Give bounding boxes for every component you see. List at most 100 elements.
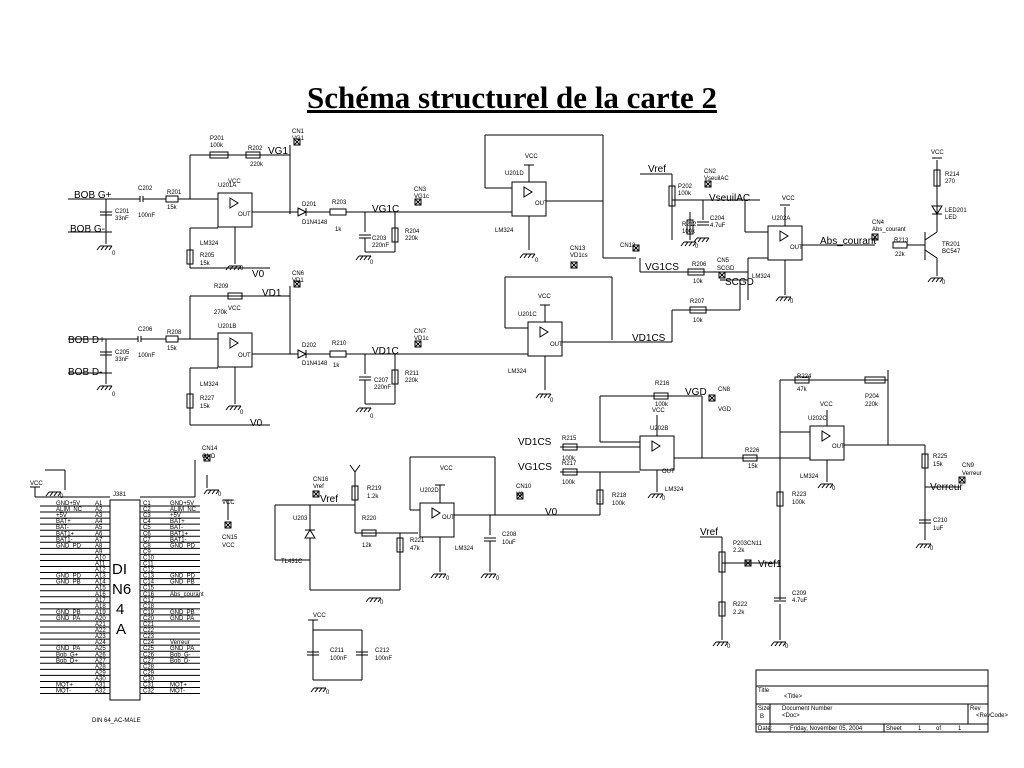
connector-right-pin: C23 bbox=[143, 634, 155, 640]
label-r213: R213 bbox=[894, 238, 909, 244]
label-v0-low: V0 bbox=[545, 507, 558, 518]
label-0-1: 0 bbox=[112, 251, 116, 257]
label-r220v: 12k bbox=[362, 543, 373, 549]
label-cn14n: GND bbox=[202, 454, 216, 460]
label-vcc-8: VCC bbox=[820, 402, 833, 408]
label-cn8: CN8 bbox=[718, 387, 731, 393]
label-cn10: CN10 bbox=[516, 484, 532, 490]
label-c205b: 100nF bbox=[138, 353, 155, 359]
connector-left-name: GND+5V bbox=[56, 501, 80, 507]
label-vcc-6: VCC bbox=[538, 294, 551, 300]
decoupling-block bbox=[306, 619, 369, 693]
connector-left-name: GND_PA bbox=[56, 646, 80, 652]
part-labels: P201 100k R202 220k CN1 VG1 C202 R201 15… bbox=[30, 129, 982, 696]
connector-right-name: Verreur bbox=[170, 640, 190, 646]
label-cn6: CN6 bbox=[292, 271, 305, 277]
connector-right-name: +5V bbox=[170, 513, 181, 519]
label-r220: R220 bbox=[362, 516, 377, 522]
label-r216v: 100k bbox=[655, 402, 669, 408]
label-c202: C202 bbox=[138, 186, 153, 192]
label-c205: C205 bbox=[115, 350, 130, 356]
label-r211v: 220k bbox=[405, 378, 419, 384]
label-vcc-2: VCC bbox=[525, 154, 538, 160]
label-cn3: CN3 bbox=[414, 187, 427, 193]
label-0-3: 0 bbox=[370, 260, 374, 266]
connector-left-name: GND_PB bbox=[56, 610, 81, 616]
label-r226: R226 bbox=[745, 448, 760, 454]
label-vcc-9: VCC bbox=[440, 466, 453, 472]
connector-left-pin: A4 bbox=[95, 519, 103, 525]
label-r216: R216 bbox=[655, 381, 670, 387]
connector-right-pin: C1 bbox=[143, 501, 151, 507]
tb-title-label: Title bbox=[758, 688, 770, 694]
label-lm324-4: LM324 bbox=[200, 382, 219, 388]
label-vref1: Vref1 bbox=[758, 559, 782, 570]
label-vg1cs: VG1CS bbox=[645, 262, 679, 273]
tb-doc-label: Document Number bbox=[782, 706, 832, 712]
label-r209v: 270k bbox=[214, 310, 228, 316]
connector-right-name: GND_PA bbox=[170, 616, 194, 622]
label-vd1c: VD1C bbox=[372, 346, 399, 357]
channel-g bbox=[68, 134, 636, 271]
connector-left-name: BAT+ bbox=[56, 519, 71, 525]
label-vcc-5: VCC bbox=[228, 306, 241, 312]
label-cn2n: VseuilAC bbox=[704, 176, 729, 182]
connector-left-name: GND_PD bbox=[56, 543, 82, 549]
label-led201: LED201 bbox=[945, 208, 967, 214]
label-out-1: OUT bbox=[238, 212, 251, 218]
label-c203v: 220nF bbox=[372, 243, 389, 249]
label-cn13n: VD1cs bbox=[570, 253, 588, 259]
label-c206: C206 bbox=[138, 327, 153, 333]
label-cn9n: Verreur bbox=[962, 471, 982, 477]
connector-left-pin: A30 bbox=[95, 676, 106, 682]
label-out-5: OUT bbox=[550, 342, 563, 348]
connector-left-pin: A18 bbox=[95, 604, 106, 610]
label-out-7: OUT bbox=[832, 444, 845, 450]
label-r214v: 270 bbox=[945, 179, 956, 185]
label-r219v: 1.2k bbox=[367, 494, 379, 500]
label-p202v: 100k bbox=[678, 191, 692, 197]
connector-right-name: GND_PB bbox=[170, 580, 195, 586]
connector-left-pin: A17 bbox=[95, 598, 106, 604]
label-tr201: TR201 bbox=[942, 242, 961, 248]
label-vcc-conn-r: VCC bbox=[222, 500, 235, 506]
label-0-21: 0 bbox=[60, 494, 64, 500]
connector-right-name: BAT+ bbox=[170, 519, 185, 525]
connector-right-pin: C17 bbox=[143, 598, 155, 604]
connector-left-pin: A32 bbox=[95, 689, 106, 695]
connector-right-pin: C32 bbox=[143, 689, 155, 695]
label-cn4n: Abs_courant bbox=[872, 227, 906, 233]
connector-left-pin: A27 bbox=[95, 658, 106, 664]
connector-right-pin: C26 bbox=[143, 652, 155, 658]
connector-left-name: BAT1- bbox=[56, 537, 73, 543]
connector-left-name: GND_PB bbox=[56, 580, 81, 586]
label-cn4: CN4 bbox=[872, 220, 885, 226]
connector-left-name: ALIM_NC bbox=[56, 507, 83, 513]
label-c207v: 220nF bbox=[374, 385, 391, 391]
connector-right-name: BAT1- bbox=[170, 537, 187, 543]
label-cn16: CN16 bbox=[313, 477, 329, 483]
connector-right-name: Bob_G- bbox=[170, 652, 191, 658]
label-0-8: 0 bbox=[550, 398, 554, 404]
tb-rev-label: Rev bbox=[970, 706, 981, 712]
label-lm324-1: LM324 bbox=[200, 241, 219, 247]
connector-right-pin: C19 bbox=[143, 610, 155, 616]
label-0-14: 0 bbox=[832, 486, 836, 492]
label-r217v: 100k bbox=[562, 480, 576, 486]
label-r219: R219 bbox=[367, 486, 382, 492]
connector-left-pin: A6 bbox=[95, 531, 103, 537]
label-r205v: 15k bbox=[200, 261, 211, 267]
label-0-7: 0 bbox=[370, 414, 374, 420]
tb-title-value: <Title> bbox=[784, 694, 803, 700]
label-0-13: 0 bbox=[662, 496, 666, 502]
label-abs-courant: Abs_courant bbox=[820, 236, 876, 247]
connector-right-pin: C6 bbox=[143, 531, 151, 537]
label-r221: R221 bbox=[410, 538, 425, 544]
label-vseuilac: VseuilAC bbox=[709, 193, 750, 204]
label-0-6: 0 bbox=[240, 410, 244, 416]
label-vgd: VGD bbox=[685, 387, 707, 398]
connector-right-name: GND+5V bbox=[170, 501, 194, 507]
connector-left-pin: A7 bbox=[95, 537, 103, 543]
